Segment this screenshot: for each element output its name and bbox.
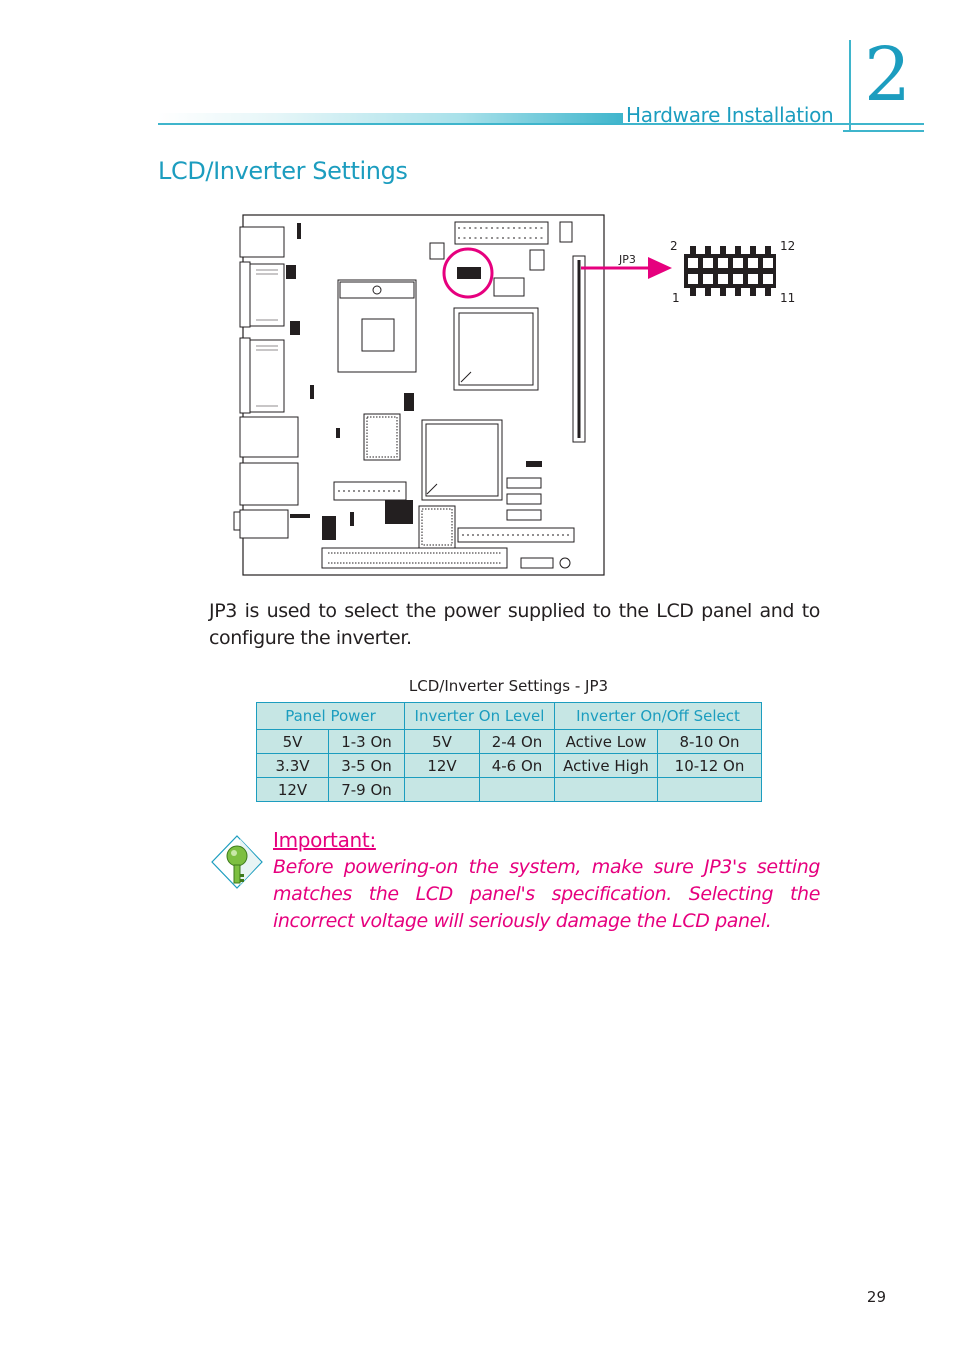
page-title: LCD/Inverter Settings	[158, 157, 408, 185]
body-paragraph: JP3 is used to select the power supplied…	[209, 600, 820, 649]
table-cell: 12V	[256, 777, 329, 802]
dimm-slot	[572, 255, 586, 443]
header-panel-power: Panel Power	[256, 702, 405, 730]
cpu-socket	[337, 279, 417, 373]
table-cell	[479, 777, 555, 802]
table-row: 12V 7-9 On	[256, 777, 762, 802]
table-cell: Active Low	[554, 729, 658, 754]
table-cell: Active High	[554, 753, 658, 778]
pin-label-2: 2	[670, 239, 678, 253]
table-row: 3.3V 3-5 On 12V 4-6 On Active High 10-12…	[256, 753, 762, 778]
jp3-label: JP3	[618, 253, 636, 266]
table-cell: 3-5 On	[328, 753, 405, 778]
pin-label-12: 12	[780, 239, 795, 253]
jp3-enlarged	[684, 246, 776, 296]
important-text: Before powering-on the system, make sure…	[273, 856, 820, 932]
pci-slot	[321, 547, 508, 569]
table-header-row: Panel Power Inverter On Level Inverter O…	[256, 702, 762, 730]
table-cell	[554, 777, 658, 802]
table-cell: 4-6 On	[479, 753, 555, 778]
table-cell: 10-12 On	[657, 753, 762, 778]
table-cell	[404, 777, 480, 802]
header-inverter-on-level: Inverter On Level	[404, 702, 555, 730]
table-cell	[657, 777, 762, 802]
header-inverter-onoff-select: Inverter On/Off Select	[554, 702, 762, 730]
chapter-divider-horizontal	[843, 130, 924, 132]
io-connectors	[233, 226, 299, 539]
northbridge-chip	[453, 307, 539, 391]
jp3-arrow	[581, 257, 672, 279]
important-heading: Important:	[273, 828, 376, 852]
table-cell: 2-4 On	[479, 729, 555, 754]
jumper-blocks	[286, 223, 542, 540]
page-number: 29	[866, 1288, 886, 1306]
key-icon	[211, 835, 263, 889]
small-chips	[363, 413, 456, 549]
table-cell: 8-10 On	[657, 729, 762, 754]
table-row: 5V 1-3 On 5V 2-4 On Active Low 8-10 On	[256, 729, 762, 754]
headers	[333, 221, 575, 569]
chapter-divider-vertical	[849, 40, 851, 132]
header-gradient-bar	[158, 113, 623, 123]
jp3-on-board	[457, 267, 481, 279]
motherboard-diagram: JP3 2 12 1 11	[233, 214, 795, 576]
table-caption: LCD/Inverter Settings - JP3	[408, 677, 609, 695]
table-cell: 5V	[404, 729, 480, 754]
table-cell: 1-3 On	[328, 729, 405, 754]
pin-label-1: 1	[672, 291, 680, 305]
jp3-highlight-circle	[442, 247, 494, 299]
table-cell: 12V	[404, 753, 480, 778]
jp3-settings-table: Panel Power Inverter On Level Inverter O…	[256, 702, 762, 802]
table-cell: 7-9 On	[328, 777, 405, 802]
table-cell: 3.3V	[256, 753, 329, 778]
header-rule	[158, 123, 924, 125]
header-section-title: Hardware Installation	[626, 103, 834, 127]
pin-label-11: 11	[780, 291, 795, 305]
southbridge-chip	[421, 419, 503, 501]
chapter-number: 2	[864, 32, 912, 118]
table-cell: 5V	[256, 729, 329, 754]
